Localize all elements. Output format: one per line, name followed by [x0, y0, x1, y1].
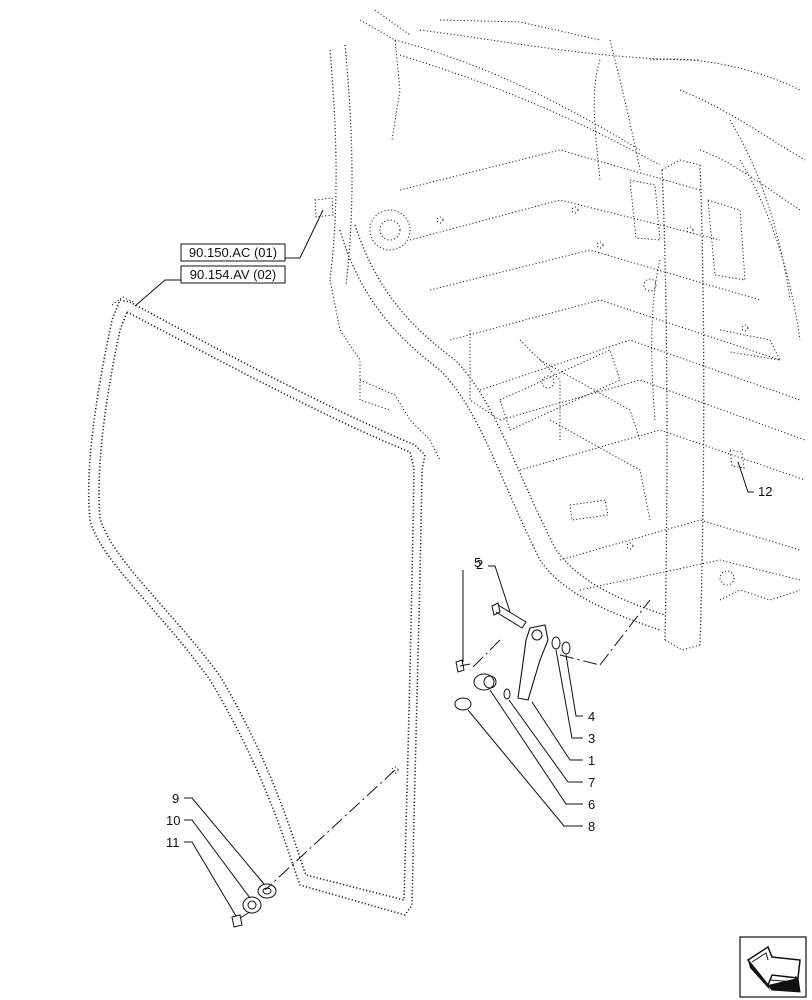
callout-5-main[interactable]: 5 — [461, 555, 481, 662]
callout-10[interactable]: 10 — [166, 813, 251, 899]
callout-4[interactable]: 4 — [565, 654, 595, 724]
callout-label: 4 — [588, 709, 595, 724]
callout-1[interactable]: 1 — [531, 701, 595, 768]
latch-assembly — [231, 602, 571, 928]
callout-label: 9 — [172, 791, 179, 806]
cab-frame — [314, 9, 806, 651]
reference-label: 90.150.AC (01) — [189, 245, 277, 260]
callout-label: 12 — [758, 484, 772, 499]
callout-label: 3 — [588, 731, 595, 746]
callout-label: 11 — [166, 835, 180, 850]
reference-box-1[interactable]: 90.150.AC (01) — [180, 243, 286, 262]
callout-9[interactable]: 9 — [172, 791, 265, 885]
callout-12[interactable]: 12 — [737, 461, 772, 499]
door-glass-seal — [87, 296, 426, 916]
callout-label: 6 — [588, 797, 595, 812]
callout-8[interactable]: 8 — [467, 709, 595, 834]
callout-11[interactable]: 11 — [166, 835, 237, 917]
callout-label: 8 — [588, 819, 595, 834]
reference-label: 90.154.AV (02) — [190, 267, 276, 282]
reference-leader-1 — [285, 209, 324, 259]
callout-label: 7 — [588, 775, 595, 790]
reference-leader-2 — [134, 279, 181, 307]
reference-box-2[interactable]: 90.154.AV (02) — [180, 265, 286, 284]
callout-3[interactable]: 3 — [555, 649, 595, 746]
arrow-navigation-icon[interactable] — [739, 936, 807, 998]
callout-label: 10 — [166, 813, 180, 828]
callout-label: 5 — [474, 555, 481, 570]
callout-7[interactable]: 7 — [508, 699, 595, 790]
callout-2[interactable]: 2 — [476, 557, 511, 613]
callout-label: 1 — [588, 753, 595, 768]
callout-label: 2 — [476, 557, 483, 572]
callout-6[interactable]: 6 — [489, 689, 595, 812]
